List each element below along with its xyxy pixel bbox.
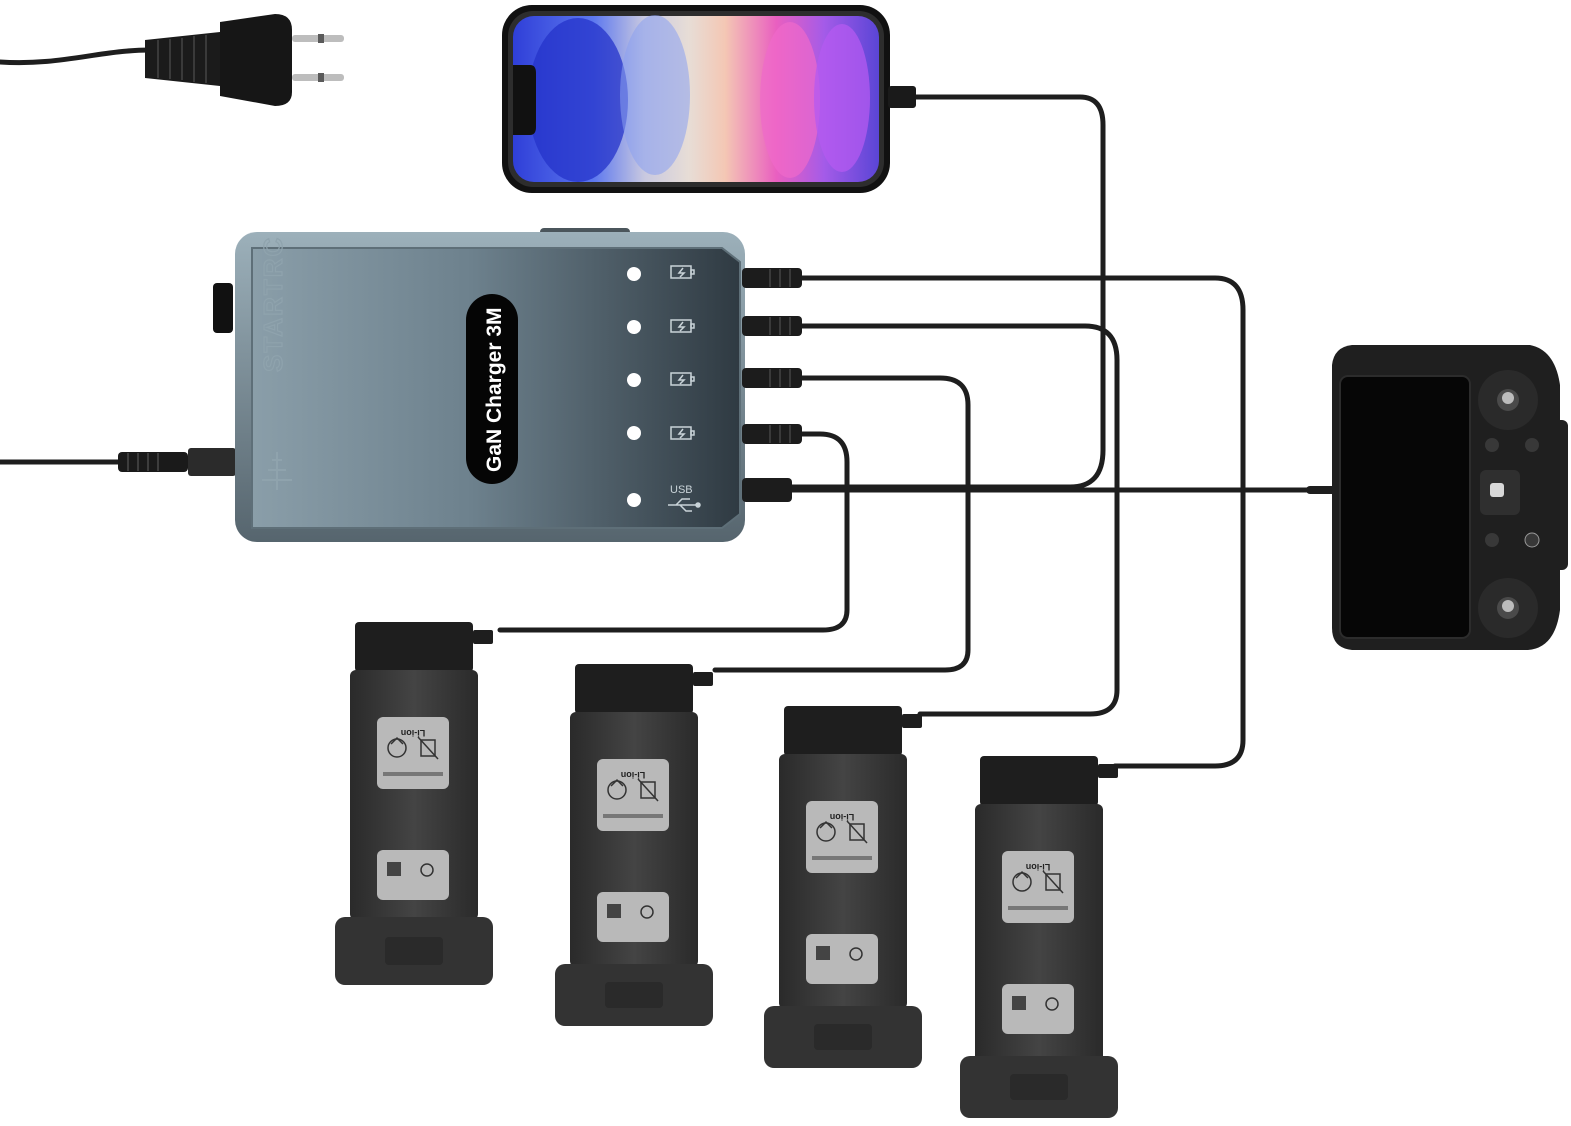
model-label: GaN Charger 3M bbox=[483, 307, 506, 472]
remote-controller bbox=[1332, 345, 1568, 650]
port3-cable bbox=[712, 375, 971, 673]
usb-icon bbox=[668, 498, 701, 512]
battery-2: Li-ion bbox=[555, 664, 713, 1026]
model-label-pill bbox=[466, 294, 518, 484]
battery-charge-icon bbox=[670, 319, 695, 333]
disposal-bin-icon bbox=[417, 736, 439, 760]
battery-label-panel bbox=[597, 759, 669, 831]
charger-brand: STARTRC bbox=[258, 236, 288, 372]
battery-label-panel bbox=[806, 801, 878, 873]
battery-type: Li-ion bbox=[621, 770, 646, 780]
phone-cable bbox=[787, 94, 1106, 490]
led-1 bbox=[627, 267, 641, 281]
battery-label-panel bbox=[1002, 851, 1074, 923]
recycle-icon bbox=[816, 820, 836, 842]
disposal-bin-icon bbox=[1042, 870, 1064, 894]
cables bbox=[0, 47, 1340, 769]
led-3 bbox=[627, 373, 641, 387]
battery-type: Li-ion bbox=[1026, 862, 1051, 872]
recycle-icon bbox=[1012, 870, 1032, 892]
battery-type: Li-ion bbox=[401, 728, 426, 738]
battery-charge-icon bbox=[670, 265, 695, 279]
led-5 bbox=[627, 493, 641, 507]
recycle-icon bbox=[607, 778, 627, 800]
usb-label: USB bbox=[670, 484, 693, 496]
led-4 bbox=[627, 426, 641, 440]
usb-plug bbox=[742, 478, 792, 502]
battery-4: Li-ion bbox=[960, 756, 1118, 1118]
battery-1: Li-ion bbox=[335, 622, 493, 985]
port4-cable bbox=[497, 431, 850, 633]
indicator-leds bbox=[627, 267, 641, 507]
charger-emblem-icon bbox=[262, 452, 292, 490]
port-plug-2 bbox=[742, 316, 802, 336]
port-plug-4 bbox=[742, 424, 802, 444]
led-2 bbox=[627, 320, 641, 334]
power-plug-icon bbox=[145, 14, 344, 106]
recycle-icon bbox=[387, 736, 407, 758]
battery-charge-icon bbox=[670, 426, 695, 440]
port-plug-1 bbox=[742, 268, 802, 288]
battery-type: Li-ion bbox=[830, 812, 855, 822]
dc-input-connector bbox=[118, 448, 236, 476]
port2-cable bbox=[797, 323, 1120, 717]
charger-hub: STARTRC GaN Charger 3M USB bbox=[213, 228, 802, 542]
battery-3: Li-ion bbox=[764, 706, 922, 1068]
port1-cable bbox=[797, 275, 1246, 769]
battery-charge-icon bbox=[670, 372, 695, 386]
disposal-bin-icon bbox=[637, 778, 659, 802]
smartphone bbox=[502, 5, 916, 193]
disposal-bin-icon bbox=[846, 820, 868, 844]
port-plug-3 bbox=[742, 368, 802, 388]
plug-cable bbox=[0, 47, 153, 66]
power-button-icon bbox=[1524, 532, 1540, 548]
battery-label-panel bbox=[377, 717, 449, 789]
